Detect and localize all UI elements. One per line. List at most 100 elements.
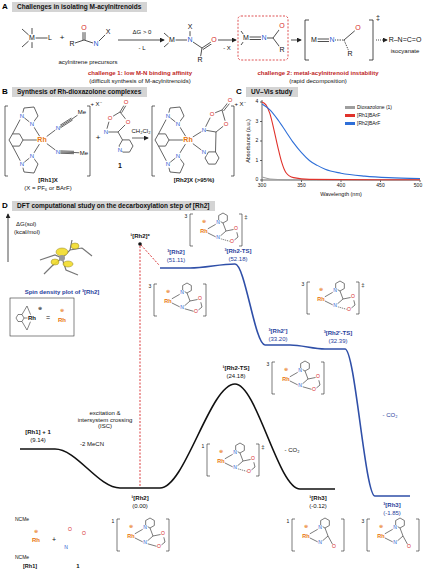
isc-line xyxy=(141,245,159,265)
bond-line xyxy=(307,282,310,314)
drawing-stroke xyxy=(132,138,148,139)
mini-structure xyxy=(207,443,259,476)
drawing-stroke xyxy=(305,20,373,60)
drawing-stroke xyxy=(152,106,234,176)
bond-line xyxy=(400,528,403,536)
atom-label: N xyxy=(333,303,338,309)
text-label: 4 xyxy=(256,99,259,105)
bond-line xyxy=(203,284,206,316)
atom-label: N xyxy=(165,161,170,168)
text-label: ⊕ xyxy=(166,290,170,295)
text-label: 450 xyxy=(376,183,384,189)
text-label: excitation & intersystem crossing (ISC) xyxy=(74,410,136,430)
text-label: ‡ xyxy=(261,444,264,451)
text-label: (X = PF₆ or BArF) xyxy=(24,185,71,192)
drawing-stroke xyxy=(5,106,90,176)
bond-line xyxy=(207,444,210,476)
atom-label: O xyxy=(312,387,317,393)
atom-label: NCMe xyxy=(14,517,29,523)
bond-line xyxy=(190,214,193,246)
atom-label: O xyxy=(407,544,412,550)
atom-label: N xyxy=(117,147,122,154)
text-label: ⊕ xyxy=(34,529,38,535)
legend-swatch xyxy=(345,114,355,117)
text-label: (-0.12) xyxy=(309,503,327,510)
atom-label: N xyxy=(393,525,398,531)
atom-label: N xyxy=(55,125,60,132)
excited-state-dot xyxy=(138,242,142,246)
mini-structures xyxy=(117,213,419,551)
atom-label: Rh xyxy=(200,228,208,234)
text-label: ³[Rh2'-TS] xyxy=(324,330,352,337)
drawing-stroke xyxy=(42,140,84,154)
text-label: 2 xyxy=(256,138,259,144)
drawing-stroke xyxy=(8,214,9,262)
panel-header: AChallenges in isolating M-acylnitrenoid… xyxy=(12,2,147,12)
absorbance-curve xyxy=(262,102,420,180)
atom-label: N xyxy=(187,36,193,44)
atom-label: Rh xyxy=(217,458,225,464)
atom-label: Rh xyxy=(32,537,41,544)
atom-label: Rh xyxy=(317,296,325,302)
atom-label: O xyxy=(351,294,356,300)
text-label: 500 xyxy=(414,183,422,189)
text-label: ⊕ xyxy=(284,368,288,373)
bond-line xyxy=(416,519,419,551)
panel-title: Synthesis of Rh-dioxazolone complexes xyxy=(17,87,141,97)
atom-label: N xyxy=(333,288,338,294)
bond-line xyxy=(356,282,359,314)
atom-label: Rh xyxy=(58,317,67,324)
legend-row: Dioxazolone (1) xyxy=(345,104,392,111)
text-label: 350 xyxy=(297,183,305,189)
energy-axis xyxy=(8,214,9,262)
bond-line xyxy=(223,223,226,231)
atom-label: N xyxy=(175,153,180,160)
atom-label: O xyxy=(82,531,87,537)
atom-label: N xyxy=(318,540,323,546)
legend-swatch xyxy=(345,122,355,125)
energy-profile xyxy=(20,242,410,496)
drawing-stroke xyxy=(56,248,68,256)
atom-label: O xyxy=(355,24,361,32)
atom-label: O xyxy=(107,115,113,122)
text-label: + xyxy=(96,134,101,143)
drawing-stroke xyxy=(16,315,24,322)
spin-density-plot xyxy=(40,240,92,275)
text-label: [Rh1] + 1 xyxy=(25,429,51,436)
atom-label: O xyxy=(81,24,87,32)
atom-label: N xyxy=(29,153,34,160)
legend-text: [Rh2]BArF xyxy=(357,120,380,126)
panel-letter: A xyxy=(2,2,8,12)
text-label: (51.11) xyxy=(167,257,186,264)
text-label: ⊕ xyxy=(219,450,223,455)
atom-label: O xyxy=(123,99,129,106)
atom-label: N xyxy=(233,450,238,456)
atom-label: M xyxy=(243,34,250,42)
text-label: ¹[Rh3] xyxy=(309,495,326,502)
atom-label: R xyxy=(347,50,353,58)
atom-label: O xyxy=(198,296,203,302)
drawing-stroke xyxy=(59,255,65,261)
drawing-stroke xyxy=(291,40,301,41)
atom-label: N xyxy=(180,305,185,311)
drawing-stroke xyxy=(164,27,215,60)
scheme-b xyxy=(5,100,234,176)
text-label: [Rh1]X xyxy=(38,177,57,184)
atom-label: N xyxy=(103,129,108,136)
atom-label: O xyxy=(251,456,256,462)
excitation-line xyxy=(140,246,141,486)
text-label: challenge 2: metal-acylnitrenoid instabi… xyxy=(257,70,378,77)
text-label: Spin density plot of ³[Rh2] xyxy=(25,289,100,296)
atom-label: N xyxy=(233,465,238,471)
atom-label: O xyxy=(316,374,321,380)
text-label: [Rh1] xyxy=(23,563,37,569)
panel-header: BSynthesis of Rh-dioxazolone complexes xyxy=(12,87,147,97)
legend-row: [Rh2]BArF xyxy=(345,120,380,127)
drawing-stroke xyxy=(205,152,219,164)
bond-line xyxy=(325,528,328,536)
atom-label: O xyxy=(157,544,162,550)
atom-label: O xyxy=(227,97,233,104)
atom-label: N xyxy=(175,121,180,128)
atom-label: N xyxy=(298,368,303,374)
text-label: 3 xyxy=(256,119,259,125)
